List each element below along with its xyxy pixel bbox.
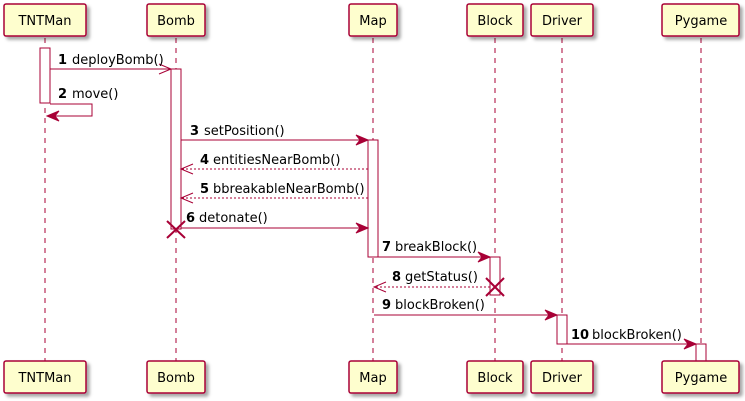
destroy-bomb-marker <box>166 220 186 239</box>
message-number: 5 <box>200 182 209 197</box>
message-label: detonate() <box>199 211 268 226</box>
message-number: 4 <box>200 153 209 168</box>
participant-label: Block <box>477 14 513 29</box>
message-label: getStatus() <box>405 270 478 285</box>
participant-driver-bottom[interactable]: Driver <box>530 360 594 394</box>
messages: 1 deployBomb() 2 move() 3 setPosition() … <box>45 53 698 350</box>
message-number: 8 <box>392 270 401 285</box>
message-4[interactable]: 4 entitiesNearBomb() <box>179 153 368 175</box>
message-number: 9 <box>382 298 391 313</box>
participant-label: Driver <box>542 14 583 29</box>
message-label: blockBroken() <box>395 298 485 313</box>
message-8[interactable]: 8 getStatus() <box>372 270 490 293</box>
participant-block-bottom[interactable]: Block <box>466 360 524 394</box>
activation-driver <box>556 314 568 345</box>
participant-label: TNTMan <box>17 14 71 29</box>
message-1[interactable]: 1 deployBomb() <box>50 53 173 75</box>
message-label: blockBroken() <box>592 328 682 343</box>
participant-label: Block <box>477 371 513 386</box>
message-3[interactable]: 3 setPosition() <box>181 124 370 146</box>
activation-pygame <box>695 343 707 363</box>
participant-tntman-top[interactable]: TNTMan <box>3 3 87 37</box>
message-number: 7 <box>382 240 391 255</box>
activation-tntman <box>39 47 51 104</box>
participant-label: Pygame <box>675 14 727 29</box>
participant-pygame-top[interactable]: Pygame <box>661 3 740 37</box>
destroy-block-marker <box>485 277 505 297</box>
message-label: deployBomb() <box>72 53 164 68</box>
participant-tntman-bottom[interactable]: TNTMan <box>3 360 87 394</box>
message-number: 6 <box>186 211 195 226</box>
participant-label: Pygame <box>675 371 727 386</box>
message-2[interactable]: 2 move() <box>45 87 118 122</box>
participant-label: Map <box>359 14 386 29</box>
participant-label: Map <box>359 371 386 386</box>
message-number: 3 <box>190 124 199 139</box>
activation-bomb <box>170 68 182 230</box>
message-label: breakBlock() <box>395 240 477 255</box>
participant-label: Driver <box>542 371 583 386</box>
participant-block-top[interactable]: Block <box>466 3 524 37</box>
message-5[interactable]: 5 bbreakableNearBomb() <box>179 182 368 204</box>
message-label: setPosition() <box>204 124 285 139</box>
destroy-markers <box>166 220 505 297</box>
participant-pygame-bottom[interactable]: Pygame <box>661 360 740 394</box>
participant-bomb-top[interactable]: Bomb <box>146 3 206 37</box>
participant-bomb-bottom[interactable]: Bomb <box>146 360 206 394</box>
message-number: 2 <box>58 87 67 102</box>
participants-bottom: TNTMan Bomb Map Block Driver Pygame <box>3 360 740 394</box>
activation-map <box>367 139 379 258</box>
message-10[interactable]: 10 blockBroken() <box>567 328 698 350</box>
message-9[interactable]: 9 blockBroken() <box>374 298 559 321</box>
participant-map-top[interactable]: Map <box>348 3 398 37</box>
participant-label: Bomb <box>157 14 195 29</box>
participants-top: TNTMan Bomb Map Block Driver Pygame <box>3 3 740 37</box>
message-6[interactable]: 6 detonate() <box>181 211 370 234</box>
message-label: entitiesNearBomb() <box>213 153 340 168</box>
participant-label: TNTMan <box>17 371 71 386</box>
message-label: move() <box>72 87 118 102</box>
activation-block <box>489 256 501 296</box>
activation-bars <box>39 47 707 363</box>
message-number: 1 <box>58 53 67 68</box>
message-7[interactable]: 7 breakBlock() <box>378 240 492 263</box>
message-number: 10 <box>571 328 589 343</box>
participant-label: Bomb <box>157 371 195 386</box>
participant-map-bottom[interactable]: Map <box>348 360 398 394</box>
message-label: bbreakableNearBomb() <box>213 182 365 197</box>
participant-driver-top[interactable]: Driver <box>530 3 594 37</box>
